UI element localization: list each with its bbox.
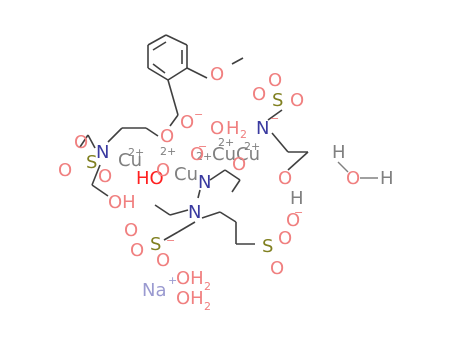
- copper-charge: 2+: [244, 140, 260, 153]
- bond: [167, 79, 179, 116]
- copper-charge: 2+: [160, 145, 176, 158]
- copper-ion: Cu: [236, 144, 260, 165]
- bond: [91, 184, 109, 197]
- bond: [169, 114, 179, 127]
- bond: [145, 127, 159, 137]
- sulfonate-oxygen: O: [58, 160, 72, 181]
- copper-charge: 2+: [196, 150, 212, 163]
- nitrogen-right-charge: −: [270, 112, 279, 125]
- bond: [165, 34, 188, 46]
- aqua-ligand: OH: [176, 268, 204, 289]
- sulfonate-oxygen: O: [74, 132, 88, 153]
- carboxyl-oxygen-charge: −: [194, 108, 203, 121]
- bond: [209, 169, 226, 181]
- water-oxygen: O: [210, 118, 224, 139]
- oxygen-right-lower: O: [278, 168, 292, 189]
- bond-lines: [79, 34, 309, 245]
- oxygen-center-charge: −: [198, 140, 207, 153]
- sulfur-bottom-left: S: [150, 234, 161, 255]
- bond: [152, 63, 166, 74]
- bond: [147, 34, 167, 46]
- hydrogen-right-lower: H: [290, 188, 304, 209]
- sulfonate-oxygen: O: [290, 90, 304, 111]
- free-water-oxygen: O: [346, 168, 360, 189]
- bond: [271, 132, 289, 153]
- copper-charge: 2+: [218, 136, 234, 149]
- bond: [107, 127, 123, 143]
- hydroxyl-left: OH: [108, 192, 136, 213]
- bond: [87, 134, 96, 149]
- sodium-charge: +: [168, 274, 177, 287]
- water-subscript: 2: [240, 128, 247, 141]
- sulfonate-oxygen: O: [98, 166, 112, 187]
- copper-ion: Cu: [174, 164, 198, 185]
- oxygen-center: O: [232, 154, 246, 175]
- bond: [152, 41, 167, 51]
- sulfur-bottom-right: S: [262, 236, 273, 257]
- hydroxyl-group: HO: [136, 168, 164, 189]
- methoxy-oxygen: O: [210, 64, 224, 85]
- bond: [167, 67, 188, 81]
- aqua-ligand-subscript: 2: [204, 280, 211, 293]
- sulfonate-oxygen: O: [252, 84, 266, 105]
- nitrogen-bottom: N: [188, 202, 201, 223]
- bond: [197, 189, 201, 199]
- oxygen-center: O: [156, 160, 170, 181]
- sulfur-top-right: S: [272, 90, 283, 111]
- bond: [337, 161, 349, 173]
- carboxyl-oxygen: O: [180, 112, 194, 133]
- sulfonate-oxygen-charge: −: [166, 234, 175, 247]
- bond: [267, 109, 283, 121]
- free-water-hydrogen: H: [380, 168, 394, 189]
- bond: [154, 204, 171, 216]
- bond: [201, 211, 221, 219]
- aqua-ligand-subscript: 2: [204, 300, 211, 313]
- copper-ion: Cu: [118, 150, 142, 171]
- sulfonate-oxygen: O: [270, 258, 284, 279]
- bond: [79, 134, 89, 148]
- atom-labels: O O − O O H 2 N − S O O O Cu 2+ Cu 2+ Cu…: [58, 64, 394, 313]
- bond: [219, 211, 237, 223]
- sulfonate-oxygen: O: [286, 210, 300, 231]
- sulfonate-oxygen: O: [124, 220, 138, 241]
- bond: [287, 151, 309, 171]
- sulfonate-oxygen: O: [268, 70, 282, 91]
- bond: [224, 169, 241, 181]
- nitrogen-right: N: [256, 118, 269, 139]
- free-water-hydrogen: H: [332, 142, 346, 163]
- bond: [186, 67, 208, 79]
- sodium-ion: Na: [142, 280, 167, 301]
- copper-charge: 2+: [128, 146, 144, 159]
- bond: [147, 67, 169, 81]
- nitrogen-left: N: [96, 142, 109, 163]
- carboxyl-oxygen: O: [160, 126, 174, 147]
- water-hydrogen: H: [226, 118, 240, 139]
- bond: [177, 221, 196, 233]
- aqua-ligand: OH: [176, 288, 204, 309]
- sulfonate-oxygen: O: [278, 228, 292, 249]
- sulfonate-oxygen-charge: −: [294, 206, 303, 219]
- copper-ion: Cu: [212, 144, 236, 165]
- bond: [231, 179, 241, 193]
- bond: [163, 231, 179, 241]
- oxygen-center: O: [190, 144, 204, 165]
- nitrogen-center: N: [198, 172, 211, 193]
- bond: [91, 164, 101, 186]
- bond: [231, 57, 244, 65]
- sulfonate-oxygen: O: [156, 250, 170, 271]
- sulfur-left: S: [86, 152, 97, 173]
- bond: [169, 209, 189, 216]
- sulfonate-oxygen: O: [130, 240, 144, 261]
